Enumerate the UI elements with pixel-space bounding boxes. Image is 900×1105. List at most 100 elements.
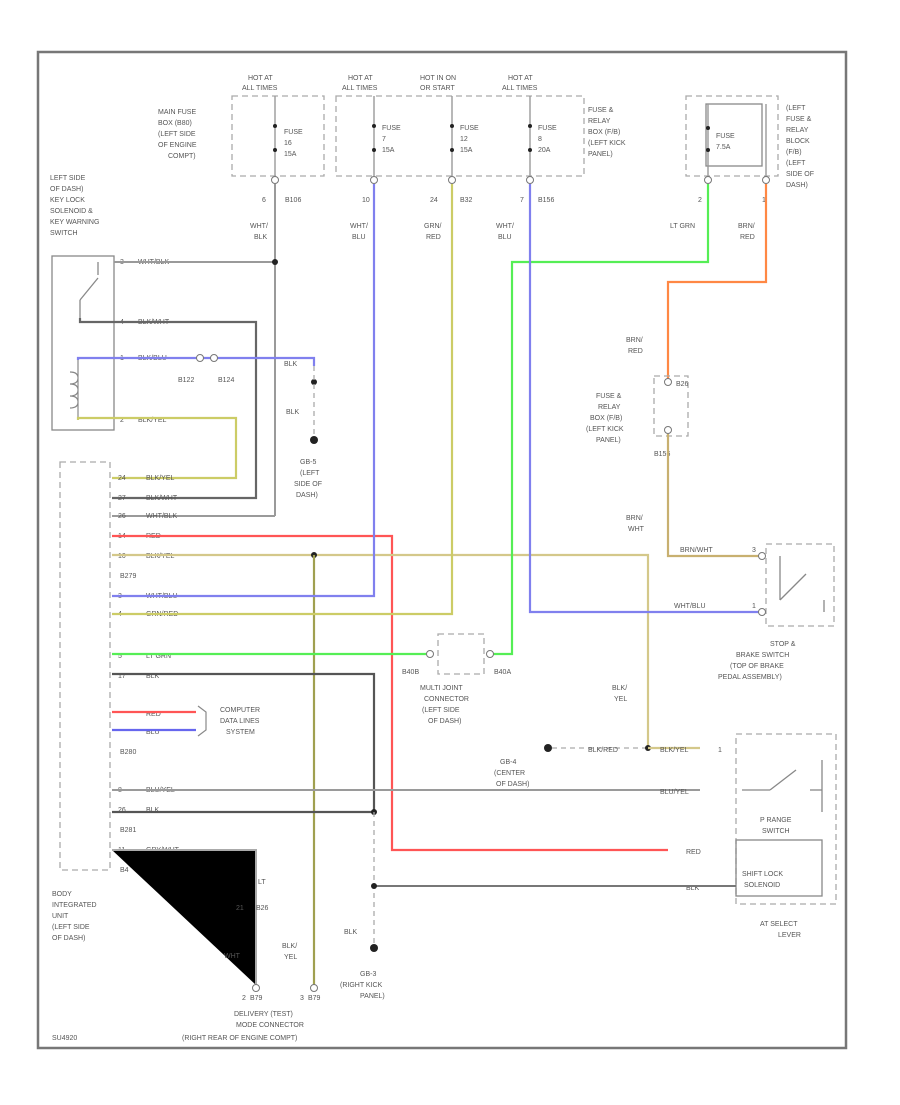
svg-text:GB-3: GB-3 [360,971,376,978]
svg-text:BLK: BLK [254,234,268,241]
svg-text:RED: RED [686,849,701,856]
svg-text:STOP &: STOP & [770,641,796,648]
svg-text:BRAKE SWITCH: BRAKE SWITCH [736,652,789,659]
brn-wht-wire [666,434,760,558]
svg-text:BLK: BLK [344,929,358,936]
svg-text:B40B: B40B [402,669,419,676]
svg-text:(LEFT KICK: (LEFT KICK [586,426,624,433]
svg-text:(LEFT SIDE: (LEFT SIDE [422,707,460,714]
svg-text:BLOCK: BLOCK [786,138,810,145]
svg-text:B32: B32 [460,197,473,204]
svg-text:MULTI JOINT: MULTI JOINT [420,685,463,692]
brn-red-mid-label: BRN/ RED [626,337,643,355]
svg-text:B106: B106 [285,197,301,204]
svg-text:B279: B279 [120,573,136,580]
delivery-pins: LT 21 B26 WHT BLK/ YEL 2 B79 3 B79 [224,879,321,1002]
svg-text:PANEL): PANEL) [588,151,613,158]
svg-text:LT: LT [258,879,266,886]
svg-text:WHT/BLU: WHT/BLU [674,603,706,610]
svg-text:KEY WARNING: KEY WARNING [50,219,99,226]
svg-text:INTEGRATED: INTEGRATED [52,902,97,909]
svg-text:(LEFT: (LEFT [786,160,806,167]
svg-text:UNIT: UNIT [52,913,69,920]
fb-connector-b: B156 [654,451,670,458]
svg-text:12: 12 [460,136,468,143]
svg-text:BLU: BLU [146,729,160,736]
svg-text:B280: B280 [120,749,136,756]
svg-text:YEL: YEL [284,954,297,961]
svg-text:(CENTER: (CENTER [494,770,525,777]
svg-text:PEDAL ASSEMBLY): PEDAL ASSEMBLY) [718,674,782,681]
svg-text:HOT AT: HOT AT [248,75,273,82]
svg-text:2: 2 [242,995,246,1002]
svg-text:B79: B79 [308,995,321,1002]
gb4-ground: BLK/RED GB-4 (CENTER OF DASH) [494,744,700,788]
svg-text:2: 2 [120,417,124,424]
svg-text:FUSE: FUSE [716,133,735,140]
fuse-relay-box-c-label: FUSE & RELAY BOX (F/B) (LEFT KICK PANEL) [586,393,624,444]
svg-text:(F/B): (F/B) [786,149,802,156]
svg-text:15A: 15A [382,147,395,154]
svg-text:SIDE OF: SIDE OF [786,171,814,178]
svg-text:BLK/YEL: BLK/YEL [138,417,167,424]
svg-text:RED: RED [740,234,755,241]
multi-joint-label: MULTI JOINT CONNECTOR (LEFT SIDE OF DASH… [420,685,469,725]
svg-text:SIDE OF: SIDE OF [294,481,322,488]
main-fuse-box-label: MAIN FUSE BOX (B80) (LEFT SIDE OF ENGINE… [158,109,197,160]
svg-text:15A: 15A [460,147,473,154]
fuse-connector-pins: 6 B106 10 24 B32 7 B156 2 1 [262,176,770,204]
multi-joint-pins: B40B B40A [402,650,511,676]
svg-text:FUSE &: FUSE & [588,107,614,114]
svg-text:BODY: BODY [52,891,72,898]
svg-text:(TOP OF BRAKE: (TOP OF BRAKE [730,663,784,670]
svg-text:DASH): DASH) [786,182,808,189]
stop-switch-label: STOP & BRAKE SWITCH (TOP OF BRAKE PEDAL … [718,641,796,681]
svg-text:7: 7 [520,197,524,204]
svg-text:DELIVERY (TEST): DELIVERY (TEST) [234,1011,293,1018]
svg-text:RED: RED [628,348,643,355]
svg-text:OF DASH): OF DASH) [50,186,83,193]
svg-text:LEVER: LEVER [778,932,801,939]
key-lock-switch-icon [79,262,99,318]
svg-text:24: 24 [430,197,438,204]
ground-bus: BLK [344,809,736,952]
svg-text:COMPUTER: COMPUTER [220,707,260,714]
at-select-label: AT SELECT LEVER [760,921,801,939]
svg-text:B156: B156 [538,197,554,204]
stop-switch-pins: 3 BRN/WHT 1 WHT/BLU [674,547,756,610]
svg-text:LT GRN: LT GRN [670,223,695,230]
svg-text:BOX (B80): BOX (B80) [158,120,192,127]
left-fuse-block-inner [705,103,763,167]
svg-text:BLK/YEL: BLK/YEL [146,475,175,482]
svg-text:DASH): DASH) [296,492,318,499]
main-fuse-box-outline [231,95,325,177]
svg-text:B124: B124 [218,377,234,384]
left-fuse-block-outline [685,95,779,177]
key-lock-label: LEFT SIDE OF DASH) KEY LOCK SOLENOID & K… [50,175,99,237]
key-lock-box [51,255,115,431]
svg-text:(RIGHT REAR OF ENGINE COMPT): (RIGHT REAR OF ENGINE COMPT) [182,1035,297,1042]
svg-text:B4: B4 [120,867,129,874]
svg-text:OF DASH): OF DASH) [496,781,529,788]
svg-text:SWITCH: SWITCH [50,230,78,237]
svg-text:24: 24 [118,475,126,482]
svg-text:WHT/BLK: WHT/BLK [146,513,177,520]
svg-text:3: 3 [752,547,756,554]
svg-text:CONNECTOR: CONNECTOR [424,696,469,703]
svg-text:BLK: BLK [686,885,700,892]
svg-text:BLK/: BLK/ [612,685,627,692]
svg-text:16: 16 [284,140,292,147]
brn-red-wire [666,184,768,380]
svg-text:1: 1 [762,197,766,204]
svg-text:BLK/RED: BLK/RED [588,747,618,754]
svg-text:B79: B79 [250,995,263,1002]
svg-text:RED: RED [146,711,161,718]
biu-label: BODY INTEGRATED UNIT (LEFT SIDE OF DASH) [52,891,97,942]
svg-text:BRN/: BRN/ [738,223,755,230]
svg-text:B40A: B40A [494,669,511,676]
biu-box [59,461,111,871]
svg-text:WHT/: WHT/ [350,223,368,230]
svg-text:FUSE: FUSE [284,129,303,136]
svg-text:ALL TIMES: ALL TIMES [342,85,378,92]
